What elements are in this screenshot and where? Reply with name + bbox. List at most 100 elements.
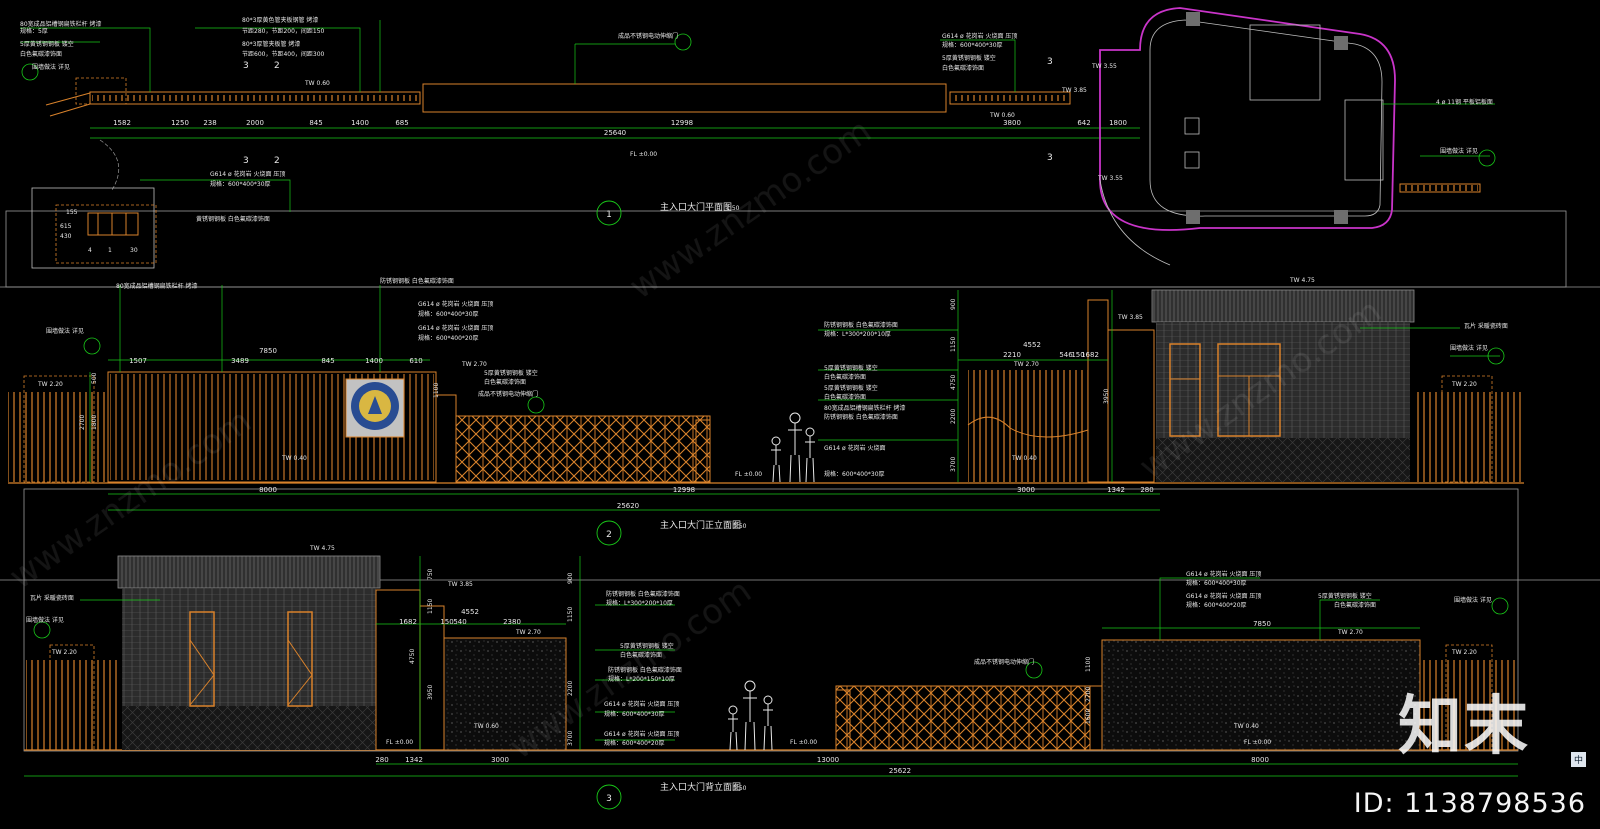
back-dimension: 540 bbox=[453, 618, 466, 626]
brand-watermark: 知末 bbox=[1398, 690, 1530, 764]
front-gate-callout: 成品不锈钢电动伸缩门 bbox=[478, 390, 538, 398]
back-note: 规格：L*200*150*10厚 bbox=[608, 675, 675, 683]
back-dimension: 1682 bbox=[399, 618, 417, 626]
back-note: 规格：600*400*30厚 bbox=[604, 710, 665, 718]
front-sliding-gate bbox=[455, 415, 711, 483]
front-overall-dimension: 25620 bbox=[617, 502, 639, 510]
plan-note: 5厚黄锈钢钢板 镂空 bbox=[20, 40, 74, 48]
front-tw-label: TW 2.20 bbox=[1451, 381, 1477, 388]
back-tw-label: TW 2.70 bbox=[515, 629, 541, 636]
plan-dimension: 642 bbox=[1077, 119, 1090, 127]
back-note: 规格：600*400*20厚 bbox=[604, 739, 665, 747]
back-tw-label: TW 2.20 bbox=[1451, 649, 1477, 656]
back-fl-label: FL ±0.00 bbox=[1244, 739, 1271, 746]
plan-dimension: 685 bbox=[395, 119, 408, 127]
front-fence-left bbox=[8, 392, 108, 482]
front-dimension: 1400 bbox=[365, 357, 383, 365]
front-height-dimension: 2200 bbox=[950, 409, 957, 424]
back-dimension: 280 bbox=[375, 756, 388, 764]
back-right-wall bbox=[1101, 639, 1421, 751]
back-height-dimension: 2700 bbox=[1085, 687, 1092, 702]
front-note: G614 ø 花岗岩 火烧面 bbox=[824, 444, 886, 452]
back-dimension: 13000 bbox=[817, 756, 839, 764]
back-note: G614 ø 花岗岩 火烧面 压顶 bbox=[1186, 570, 1261, 578]
front-note: 规格：L*300*200*10厚 bbox=[824, 330, 891, 338]
front-note: 防锈钢钢板 白色氟碳漆饰面 bbox=[824, 321, 898, 329]
front-note: 5厚黄锈钢钢板 镂空 bbox=[824, 364, 878, 372]
back-tw-label: TW 0.40 bbox=[1233, 723, 1259, 730]
back-note: 白色氟碳漆饰面 bbox=[620, 651, 662, 659]
front-section-number: 2 bbox=[606, 530, 612, 540]
plan-detail-dimension: 1 bbox=[108, 247, 112, 254]
front-height-dimension: 3950 bbox=[1103, 389, 1110, 404]
back-height-dimension: 3950 bbox=[427, 685, 434, 700]
front-height-dimension: 2700 bbox=[79, 415, 86, 430]
plan-dimension: 2000 bbox=[246, 119, 264, 127]
front-dimension: 1682 bbox=[1081, 351, 1099, 359]
plan-scale: 1:50 bbox=[726, 205, 740, 212]
front-tw-label: TW 2.70 bbox=[1013, 361, 1039, 368]
front-dimension: 150 bbox=[1071, 351, 1084, 359]
back-elevation bbox=[24, 555, 1518, 810]
front-tw-label: TW 2.70 bbox=[461, 361, 487, 368]
plan-dimension: 1250 bbox=[171, 119, 189, 127]
plan-note: 80宽成品铝槽钢扁铁栏杆 烤漆 bbox=[20, 20, 102, 28]
back-fence-left bbox=[26, 660, 120, 750]
plan-detail-dimension: 4 bbox=[88, 247, 92, 254]
plan-section-mark: 3 bbox=[243, 156, 249, 166]
back-note: 规格：600*400*30厚 bbox=[1186, 579, 1247, 587]
front-note: 规格：600*400*30厚 bbox=[418, 310, 479, 318]
back-height-dimension: 1150 bbox=[427, 599, 434, 614]
back-dimension: 2380 bbox=[503, 618, 521, 626]
front-dimension: 8000 bbox=[259, 486, 277, 494]
plan-note: 白色氟碳漆饰面 bbox=[942, 64, 984, 72]
plan-fence-right bbox=[949, 91, 1071, 105]
plan-detail-dimension: 430 bbox=[60, 233, 72, 240]
back-tw-label: TW 0.60 bbox=[473, 723, 499, 730]
front-dimension: 2210 bbox=[1003, 351, 1021, 359]
front-height-dimension: 1100 bbox=[433, 383, 440, 398]
back-note: G614 ø 花岗岩 火烧面 压顶 bbox=[604, 730, 679, 738]
plan-note: 80*3厚管夹板管 烤漆 bbox=[242, 40, 300, 48]
plan-gate-callout: 成品不锈钢电动伸缩门 bbox=[618, 32, 678, 40]
back-height-dimension: 900 bbox=[567, 572, 574, 584]
back-tw-label: TW 2.20 bbox=[51, 649, 77, 656]
ime-indicator[interactable]: 中 bbox=[1570, 752, 1586, 767]
plan-dimension: 12998 bbox=[671, 119, 693, 127]
back-height-dimension: 4750 bbox=[409, 649, 416, 664]
back-scale: 1:50 bbox=[733, 785, 747, 792]
back-door-right bbox=[287, 611, 313, 707]
front-guardhouse-wall bbox=[1156, 322, 1410, 438]
front-dimension: 3489 bbox=[231, 357, 249, 365]
front-fence-right bbox=[1414, 392, 1524, 482]
back-note: 5厚黄锈钢钢板 镂空 bbox=[1318, 592, 1372, 600]
back-gate-callout: 成品不锈钢电动伸缩门 bbox=[974, 658, 1034, 666]
back-note: 规格：600*400*20厚 bbox=[1186, 601, 1247, 609]
plan-dimension: 238 bbox=[203, 119, 216, 127]
plan-dimension: 1400 bbox=[351, 119, 369, 127]
back-title: 主入口大门背立面图 bbox=[660, 781, 741, 793]
front-height-dimension: 1800 bbox=[91, 415, 98, 430]
front-fl-label: FL ±0.00 bbox=[735, 471, 762, 478]
back-dimension: 1342 bbox=[405, 756, 423, 764]
front-note: 5厚黄锈钢钢板 镂空 bbox=[484, 369, 538, 377]
front-note: 白色氟碳漆饰面 bbox=[484, 378, 526, 386]
back-dimension: 8000 bbox=[1251, 756, 1269, 764]
plan-section-mark: 3 bbox=[1047, 57, 1053, 67]
back-fence-callout-left: 围墙做法 详见 bbox=[26, 616, 64, 624]
back-door-left bbox=[189, 611, 215, 707]
front-dimension: 12998 bbox=[673, 486, 695, 494]
front-fence-callout: 围墙做法 详见 bbox=[1450, 344, 1488, 352]
front-note: 80宽成品铝槽钢扁铁栏杆 烤漆 bbox=[116, 282, 198, 290]
plan-fence-callout-left: 围墙做法 详见 bbox=[32, 63, 70, 71]
back-note: 5厚黄锈钢钢板 镂空 bbox=[620, 642, 674, 650]
plan-fl-label: FL ±0.00 bbox=[630, 151, 657, 158]
plan-gate-track bbox=[422, 83, 947, 113]
front-tw-label: TW 3.85 bbox=[1117, 314, 1143, 321]
front-dimension: 845 bbox=[321, 357, 334, 365]
back-fence-callout: 围墙做法 详见 bbox=[1454, 596, 1492, 604]
back-dimension: 150 bbox=[440, 618, 453, 626]
front-fence-callout-left: 围墙做法 详见 bbox=[46, 327, 84, 335]
front-scale: 1:50 bbox=[733, 523, 747, 530]
back-tw-label: TW 2.70 bbox=[1337, 629, 1363, 636]
